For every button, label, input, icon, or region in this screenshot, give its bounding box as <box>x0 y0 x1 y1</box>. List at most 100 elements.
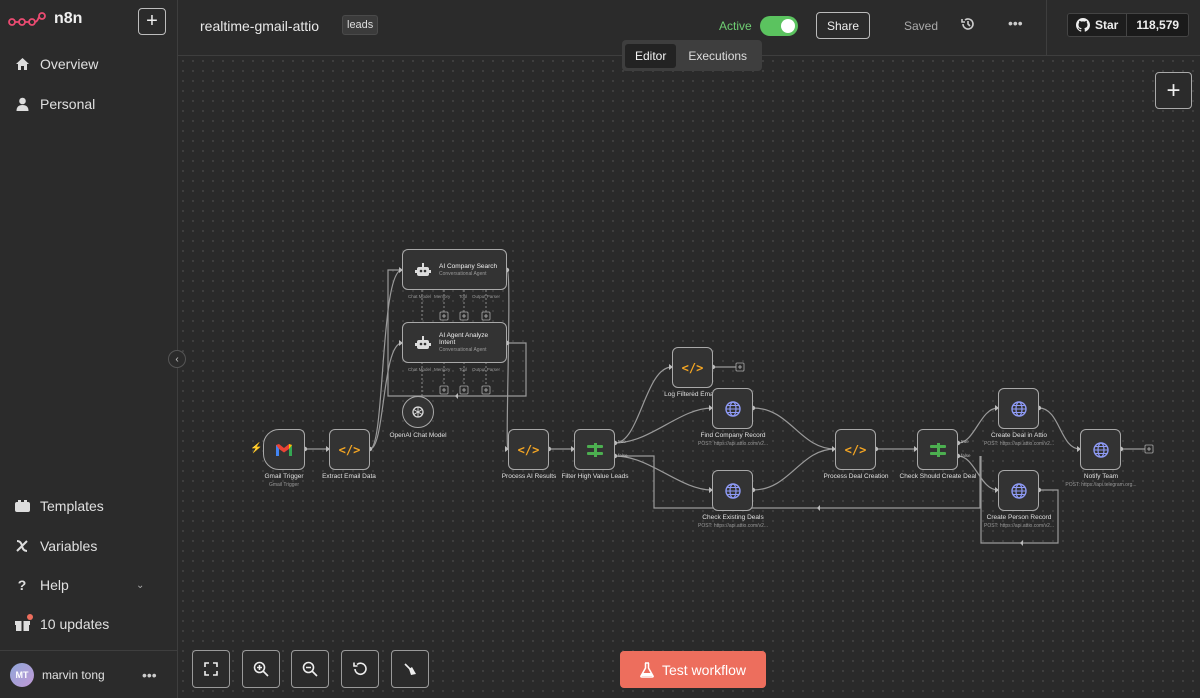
node-notify-team[interactable] <box>1080 429 1121 470</box>
sidebar-item-personal[interactable]: Personal <box>14 96 95 112</box>
node-process-deal-creation[interactable]: </> <box>835 429 876 470</box>
node-title: Filter High Value Leads <box>561 473 629 480</box>
gmail-icon <box>276 443 292 456</box>
port-label: Output Parser <box>472 294 501 299</box>
workflow-canvas[interactable] <box>178 56 1200 698</box>
node-create-person-record[interactable] <box>998 470 1039 511</box>
add-node-button[interactable]: + <box>1155 72 1192 109</box>
node-title: Notify Team <box>1083 473 1119 480</box>
port-label: Tool <box>459 294 468 299</box>
sidebar-item-label: 10 updates <box>40 616 110 632</box>
node-create-deal-in-attio[interactable] <box>998 388 1039 429</box>
node-gmail-trigger[interactable] <box>263 429 305 470</box>
toggle-knob <box>781 19 795 33</box>
zoom-out-icon <box>302 661 318 677</box>
sidebar-item-overview[interactable]: Overview <box>14 56 98 72</box>
node-extract-email-data[interactable]: </> <box>329 429 370 470</box>
node-subtitle: POST: https://api.attio.com/v2... <box>983 441 1055 447</box>
node-filter-high-value-leads[interactable] <box>574 429 615 470</box>
sidebar-item-variables[interactable]: Variables <box>14 538 97 554</box>
node-check-should-create-deal[interactable] <box>917 429 958 470</box>
openai-icon <box>412 406 424 418</box>
test-workflow-label: Test workflow <box>661 661 747 678</box>
saved-status: Saved <box>904 19 939 33</box>
avatar: MT <box>10 662 34 687</box>
code-icon: </> <box>338 442 361 457</box>
code-icon: </> <box>517 442 540 457</box>
more-options-icon[interactable]: ••• <box>1008 15 1023 31</box>
node-openai-chat-model[interactable] <box>402 396 434 428</box>
node-log-filtered-emails[interactable]: </> <box>672 347 713 388</box>
node-title: AI Agent Analyze Intent <box>439 332 489 346</box>
node-title: Check Should Create Deal <box>899 473 977 480</box>
github-star-button[interactable]: Star 118,579 <box>1067 13 1190 37</box>
sidebar-item-updates[interactable]: 10 updates <box>14 614 110 632</box>
view-tabs: Editor Executions <box>622 40 762 71</box>
code-icon: </> <box>844 442 867 457</box>
node-subtitle: POST: https://api.telegram.org... <box>1065 482 1137 488</box>
more-icon[interactable]: ••• <box>142 666 157 683</box>
node-text: AI Agent Analyze Intent Conversational A… <box>439 332 503 353</box>
tab-editor[interactable]: Editor <box>625 43 677 68</box>
tab-executions[interactable]: Executions <box>688 48 748 63</box>
node-find-company-record[interactable] <box>712 388 753 429</box>
sidebar-item-label: Variables <box>40 538 98 554</box>
workflow-tag[interactable]: leads <box>342 15 379 35</box>
broom-icon <box>404 663 416 675</box>
node-title: Gmail Trigger <box>264 473 304 480</box>
github-star-count: 118,579 <box>1126 14 1189 36</box>
github-star-label: Star <box>1095 18 1119 32</box>
sidebar-item-templates[interactable]: Templates <box>14 498 104 514</box>
node-ai-company-search[interactable]: AI Company Search Conversational Agent <box>402 249 507 290</box>
zoom-in-icon <box>253 661 269 677</box>
node-ai-agent-analyze-intent[interactable]: AI Agent Analyze Intent Conversational A… <box>402 322 507 363</box>
node-process-ai-results[interactable]: </> <box>508 429 549 470</box>
sidebar-item-label: Overview <box>40 56 99 72</box>
node-title: Extract Email Data <box>322 473 376 480</box>
user-menu[interactable]: MT marvin tong ••• <box>0 650 178 698</box>
port-label: Output Parser <box>472 367 501 372</box>
variables-icon <box>14 538 30 554</box>
templates-icon <box>14 498 30 514</box>
robot-icon <box>415 335 431 349</box>
filter-icon <box>929 442 946 457</box>
create-button[interactable]: + <box>138 8 166 35</box>
node-title: Process Deal Creation <box>823 473 889 480</box>
sidebar: n8n + Overview Personal Templates Variab… <box>0 0 178 698</box>
zoom-in-button[interactable] <box>242 650 280 688</box>
node-subtitle: Conversational Agent <box>439 270 487 277</box>
reset-zoom-button[interactable] <box>341 650 379 688</box>
globe-icon <box>724 482 741 499</box>
node-subtitle: Gmail Trigger <box>268 482 300 488</box>
active-toggle[interactable] <box>760 16 798 36</box>
tidy-up-button[interactable] <box>391 650 429 688</box>
user-name: marvin tong <box>42 667 105 682</box>
notification-dot <box>27 614 33 620</box>
robot-icon <box>415 262 431 276</box>
workflow-name[interactable]: realtime-gmail-attio <box>200 18 320 34</box>
fit-view-icon <box>204 662 218 676</box>
collapse-sidebar-button[interactable]: ‹ <box>168 350 186 368</box>
flask-icon <box>640 661 654 678</box>
globe-icon <box>1010 400 1027 417</box>
sidebar-item-help[interactable]: ? Help ⌄ <box>14 577 145 593</box>
test-workflow-button[interactable]: Test workflow <box>620 651 766 688</box>
n8n-logo[interactable]: n8n <box>8 10 82 28</box>
active-label: Active <box>719 19 752 33</box>
code-icon: </> <box>681 360 704 375</box>
zoom-out-button[interactable] <box>291 650 329 688</box>
node-title: Find Company Record <box>700 432 766 439</box>
chevron-down-icon: ⌄ <box>136 579 145 591</box>
node-title: Create Person Record <box>986 514 1052 521</box>
github-star-label-wrap: Star <box>1068 14 1127 36</box>
branch-label-true: true <box>961 439 969 444</box>
n8n-logo-icon <box>8 12 46 26</box>
user-icon <box>14 96 30 112</box>
globe-icon <box>1010 482 1027 499</box>
history-icon[interactable] <box>960 16 976 37</box>
gift-icon <box>14 614 33 632</box>
node-check-existing-deals[interactable] <box>712 470 753 511</box>
node-title: Process AI Results <box>501 473 557 480</box>
fit-view-button[interactable] <box>192 650 230 688</box>
share-button[interactable]: Share <box>816 12 870 39</box>
